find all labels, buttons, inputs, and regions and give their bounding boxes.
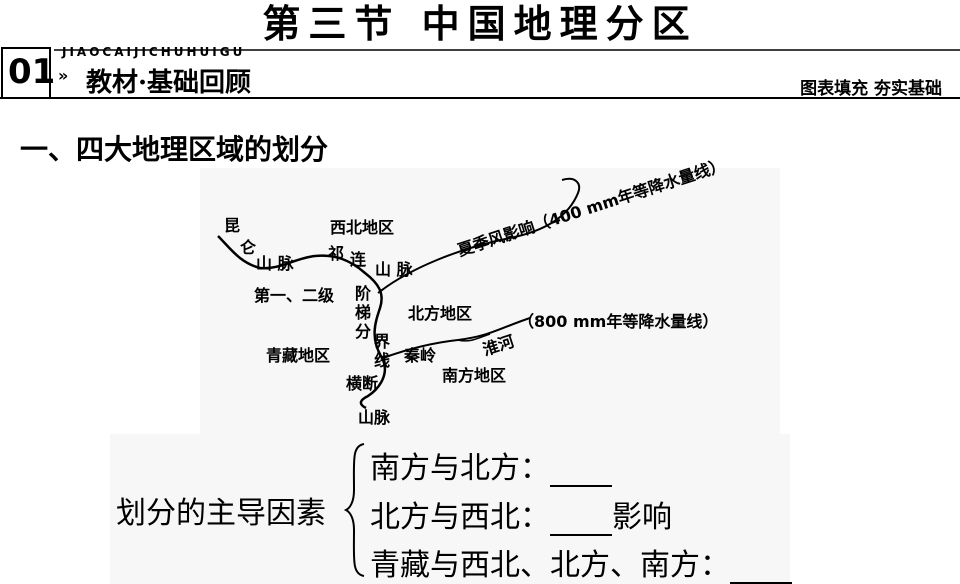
label-isohyet-800: （800 mm年等降水量线） bbox=[518, 312, 719, 331]
section-title: 教材·基础回顾 bbox=[86, 68, 252, 98]
label-hengduan: 横断 bbox=[346, 374, 379, 393]
label-qinling: 秦岭 bbox=[404, 346, 437, 365]
region-division-map: 昆 仑 山 脉 西北地区 祁 连 山 脉 第一、二级 阶 梯 分 界 线 北方地… bbox=[200, 155, 780, 438]
label-beifang: 北方地区 bbox=[408, 304, 473, 323]
label-xian: 线 bbox=[374, 351, 391, 370]
label-jieti: 第一、二级 bbox=[254, 286, 335, 305]
brace-icon bbox=[344, 443, 365, 577]
label-xibei: 西北地区 bbox=[330, 218, 395, 237]
section-number: 01 bbox=[8, 52, 56, 92]
label-jie2: 界 bbox=[374, 332, 391, 351]
page-title: 第三节 中国地理分区 bbox=[262, 1, 698, 46]
factors-panel bbox=[110, 434, 790, 584]
factor-row-3-blank[interactable] bbox=[730, 552, 792, 584]
factor-row-1-text: 南方与北方： bbox=[370, 451, 550, 486]
label-shanmai-2: 山 脉 bbox=[375, 260, 413, 279]
factor-row-3-text: 青藏与西北、北方、南方： bbox=[370, 548, 730, 583]
factor-row-2-blank[interactable] bbox=[550, 504, 612, 536]
section-pinyin: JIAOCAIJICHUHUIGU bbox=[62, 45, 246, 59]
chevron-icon: » bbox=[58, 66, 69, 85]
label-nanfang: 南方地区 bbox=[442, 366, 507, 385]
label-kunlun-2: 仑 bbox=[240, 238, 257, 257]
factor-row-1-blank[interactable] bbox=[550, 455, 612, 487]
section-tagline: 图表填充 夯实基础 bbox=[800, 79, 942, 99]
factor-row-3: 青藏与西北、北方、南方： bbox=[370, 540, 792, 584]
label-ti: 梯 bbox=[355, 303, 372, 322]
label-kunlun-1: 昆 bbox=[224, 216, 241, 235]
label-qingzang: 青藏地区 bbox=[266, 346, 331, 365]
factor-row-1: 南方与北方： bbox=[370, 443, 612, 487]
label-lian: 连 bbox=[350, 250, 367, 269]
section-number-box bbox=[1, 47, 51, 99]
label-fen: 分 bbox=[355, 322, 372, 341]
factors-label: 划分的主导因素 bbox=[116, 496, 326, 531]
subheading: 一、四大地理区域的划分 bbox=[20, 133, 329, 166]
label-jie: 阶 bbox=[355, 284, 372, 303]
boundary-lines bbox=[217, 177, 581, 410]
factor-row-2: 北方与西北： 影响 bbox=[370, 492, 672, 536]
header-rule bbox=[0, 47, 960, 99]
label-shanmai-3: 山脉 bbox=[358, 408, 391, 427]
label-shanmai-1: 山 脉 bbox=[256, 254, 294, 273]
factor-row-2-text: 北方与西北： bbox=[370, 500, 550, 535]
factor-row-2-suffix: 影响 bbox=[612, 500, 672, 535]
label-qi: 祁 bbox=[328, 244, 345, 263]
